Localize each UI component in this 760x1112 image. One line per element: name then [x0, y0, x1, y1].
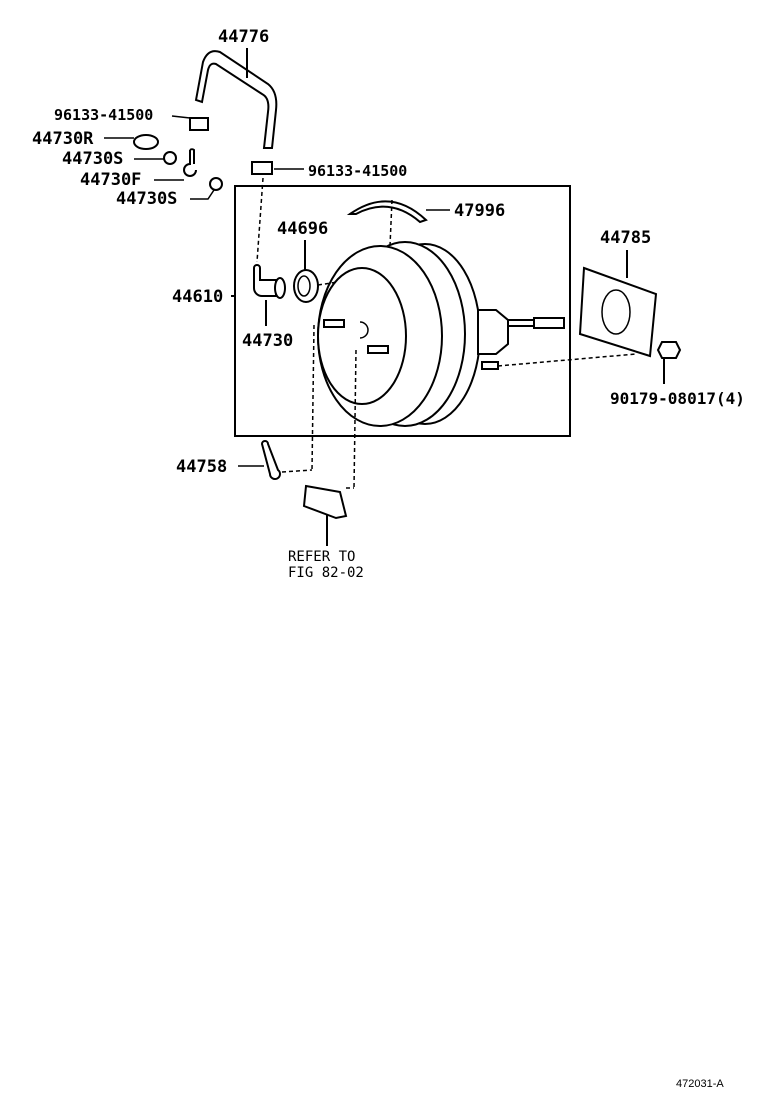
- seal-47996[interactable]: [346, 200, 428, 224]
- washer-lower[interactable]: [209, 177, 223, 191]
- booster-assembly-frame: [234, 185, 571, 437]
- gasket-44785[interactable]: [578, 266, 658, 358]
- washer-upper[interactable]: [163, 151, 177, 165]
- label-96133-41500-upper: 96133-41500: [54, 106, 153, 124]
- label-90179-08017: 90179-08017(4): [610, 389, 745, 408]
- refer-text-line1: REFER TO: [288, 549, 355, 565]
- valve-r[interactable]: [133, 134, 159, 150]
- valve-f[interactable]: [183, 148, 197, 177]
- label-44696: 44696: [277, 219, 328, 239]
- check-valve-44730[interactable]: [253, 264, 277, 297]
- label-44785: 44785: [600, 228, 651, 248]
- clamp-upper[interactable]: [189, 117, 209, 131]
- bracket[interactable]: [302, 484, 348, 520]
- label-44730S-lower: 44730S: [116, 189, 177, 209]
- label-44730: 44730: [242, 331, 293, 351]
- illustration-code: 472031-A: [676, 1078, 724, 1090]
- label-96133-41500-lower: 96133-41500: [308, 162, 407, 180]
- label-44776: 44776: [218, 27, 269, 47]
- label-44610: 44610: [172, 287, 223, 307]
- label-47996: 47996: [454, 201, 505, 221]
- brake-booster[interactable]: [317, 241, 565, 427]
- label-44730R: 44730R: [32, 129, 94, 149]
- nut-90179[interactable]: [656, 341, 682, 359]
- hose-44776[interactable]: [194, 50, 278, 149]
- refer-text-line2: FIG 82-02: [288, 565, 364, 581]
- clamp-lower[interactable]: [251, 161, 273, 175]
- label-44758: 44758: [176, 457, 227, 477]
- label-44730S-upper: 44730S: [62, 149, 123, 169]
- clevis-44758[interactable]: [260, 440, 281, 480]
- label-44730F: 44730F: [80, 170, 141, 190]
